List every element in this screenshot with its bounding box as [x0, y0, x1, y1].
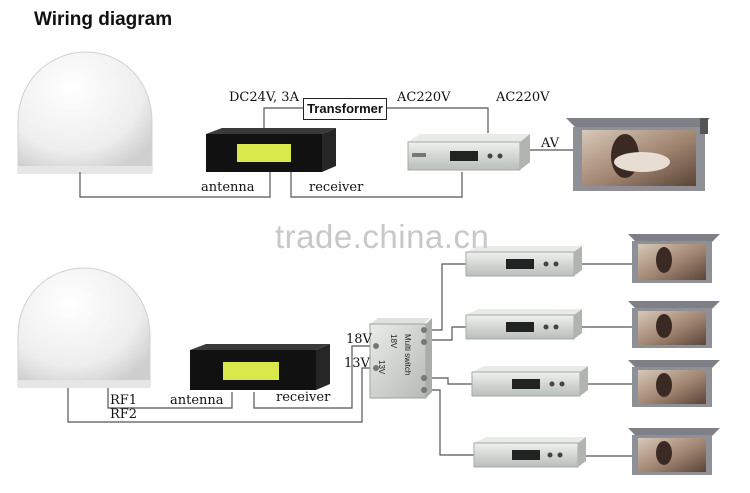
- black-box-bottom: [190, 344, 330, 390]
- multiswitch-labels: 13V 18V Multi switch: [377, 330, 424, 390]
- ac-voltage-label-1: AC220V: [397, 90, 451, 105]
- antenna-label-top: antenna: [201, 180, 255, 195]
- rf2-label: RF2: [110, 407, 138, 422]
- receiver-1: [465, 246, 582, 277]
- multiswitch-13v-label: 13V: [377, 360, 386, 375]
- watermark: trade.china.cn: [275, 218, 490, 255]
- monitor-1: [628, 234, 720, 283]
- antenna-label-bottom: antenna: [170, 393, 224, 408]
- monitor-3: [628, 360, 720, 407]
- receiver-3: [471, 366, 588, 397]
- monitor-4: [628, 428, 720, 475]
- top-wires: [79, 107, 574, 198]
- black-box-top: [206, 128, 336, 172]
- satellite-antenna-dome-bottom: [17, 267, 151, 388]
- rf1-label: RF1: [110, 393, 138, 408]
- diagram-title: Wiring diagram: [34, 9, 173, 30]
- bottom-wires: [67, 263, 634, 457]
- lcd-display: [223, 362, 279, 380]
- monitor-top: [566, 118, 710, 191]
- multiswitch-name-label: Multi switch: [403, 334, 412, 376]
- receiver-label-bottom: receiver: [276, 390, 331, 405]
- lcd-display: [237, 144, 291, 162]
- transformer-box: Transformer: [303, 98, 387, 120]
- satellite-antenna-dome-top: [17, 51, 153, 174]
- receiver-4: [473, 437, 586, 468]
- multiswitch: [369, 318, 432, 399]
- receiver-label-top: receiver: [309, 180, 364, 195]
- ac-voltage-label-2: AC220V: [496, 90, 550, 105]
- multiswitch-18v-label: 18V: [389, 334, 398, 349]
- av-label: AV: [541, 136, 560, 151]
- receiver-2: [465, 309, 582, 340]
- dc-voltage-label: DC24V, 3A: [229, 90, 299, 105]
- 13v-label: 13V: [344, 356, 370, 371]
- receiver-box-top: [407, 134, 530, 171]
- monitor-2: [628, 301, 720, 348]
- 18v-label: 18V: [346, 332, 372, 347]
